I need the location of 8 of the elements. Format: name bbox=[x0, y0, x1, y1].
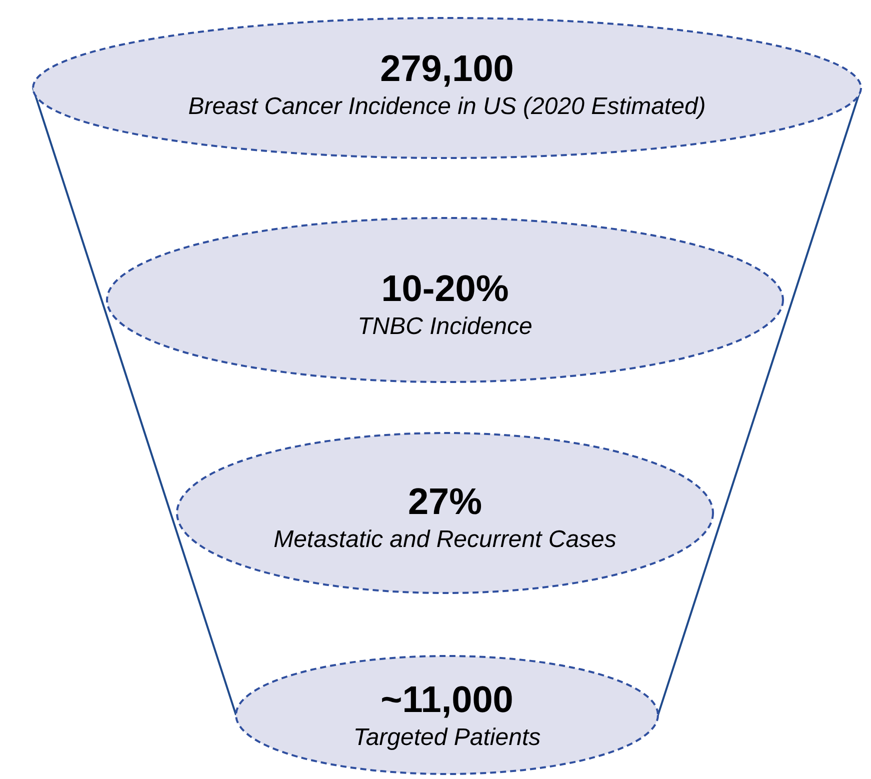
stage-description: Metastatic and Recurrent Cases bbox=[274, 525, 616, 555]
stage-value: 27% bbox=[408, 481, 482, 523]
stage-value: ~11,000 bbox=[380, 679, 514, 721]
stage-description: TNBC Incidence bbox=[358, 312, 532, 342]
stage-description: Targeted Patients bbox=[353, 723, 541, 753]
stage-value: 279,100 bbox=[380, 48, 514, 90]
stage-description: Breast Cancer Incidence in US (2020 Estimated) bbox=[188, 92, 706, 122]
stage-value: 10-20% bbox=[381, 268, 509, 310]
